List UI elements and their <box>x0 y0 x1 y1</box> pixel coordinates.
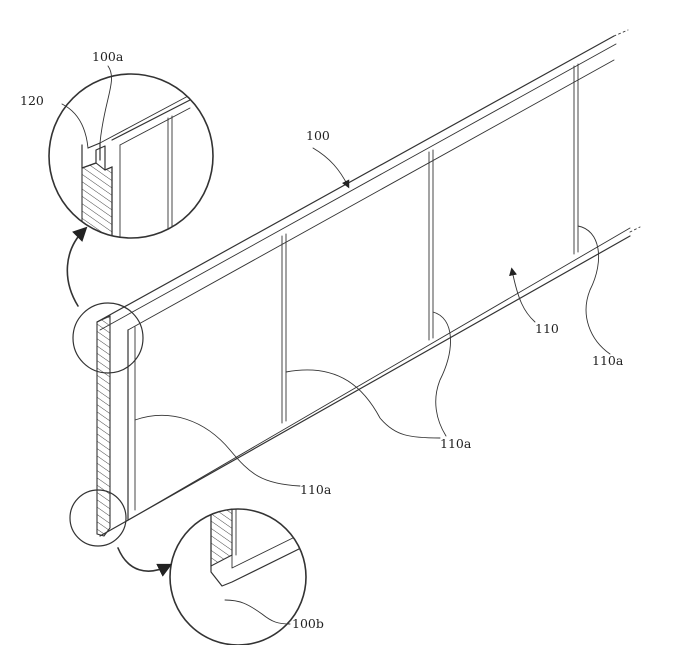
bottom-detail-view <box>169 508 307 645</box>
top-detail-marker <box>72 302 144 374</box>
label-120: 120 <box>20 93 44 108</box>
label-110a-middle: 110a <box>440 436 472 451</box>
label-110a-right: 110a <box>592 353 624 368</box>
label-100a: 100a <box>92 49 124 64</box>
bottom-detail-arrow <box>117 547 173 577</box>
label-110: 110 <box>535 321 559 336</box>
leader-lines <box>61 65 611 625</box>
top-detail-view <box>48 73 214 239</box>
label-100b: 100b <box>292 616 324 631</box>
bottom-detail-marker <box>69 489 127 547</box>
top-detail-arrow <box>66 226 88 307</box>
label-100: 100 <box>306 128 330 143</box>
label-110a-left: 110a <box>300 482 332 497</box>
panel-body <box>96 29 641 537</box>
